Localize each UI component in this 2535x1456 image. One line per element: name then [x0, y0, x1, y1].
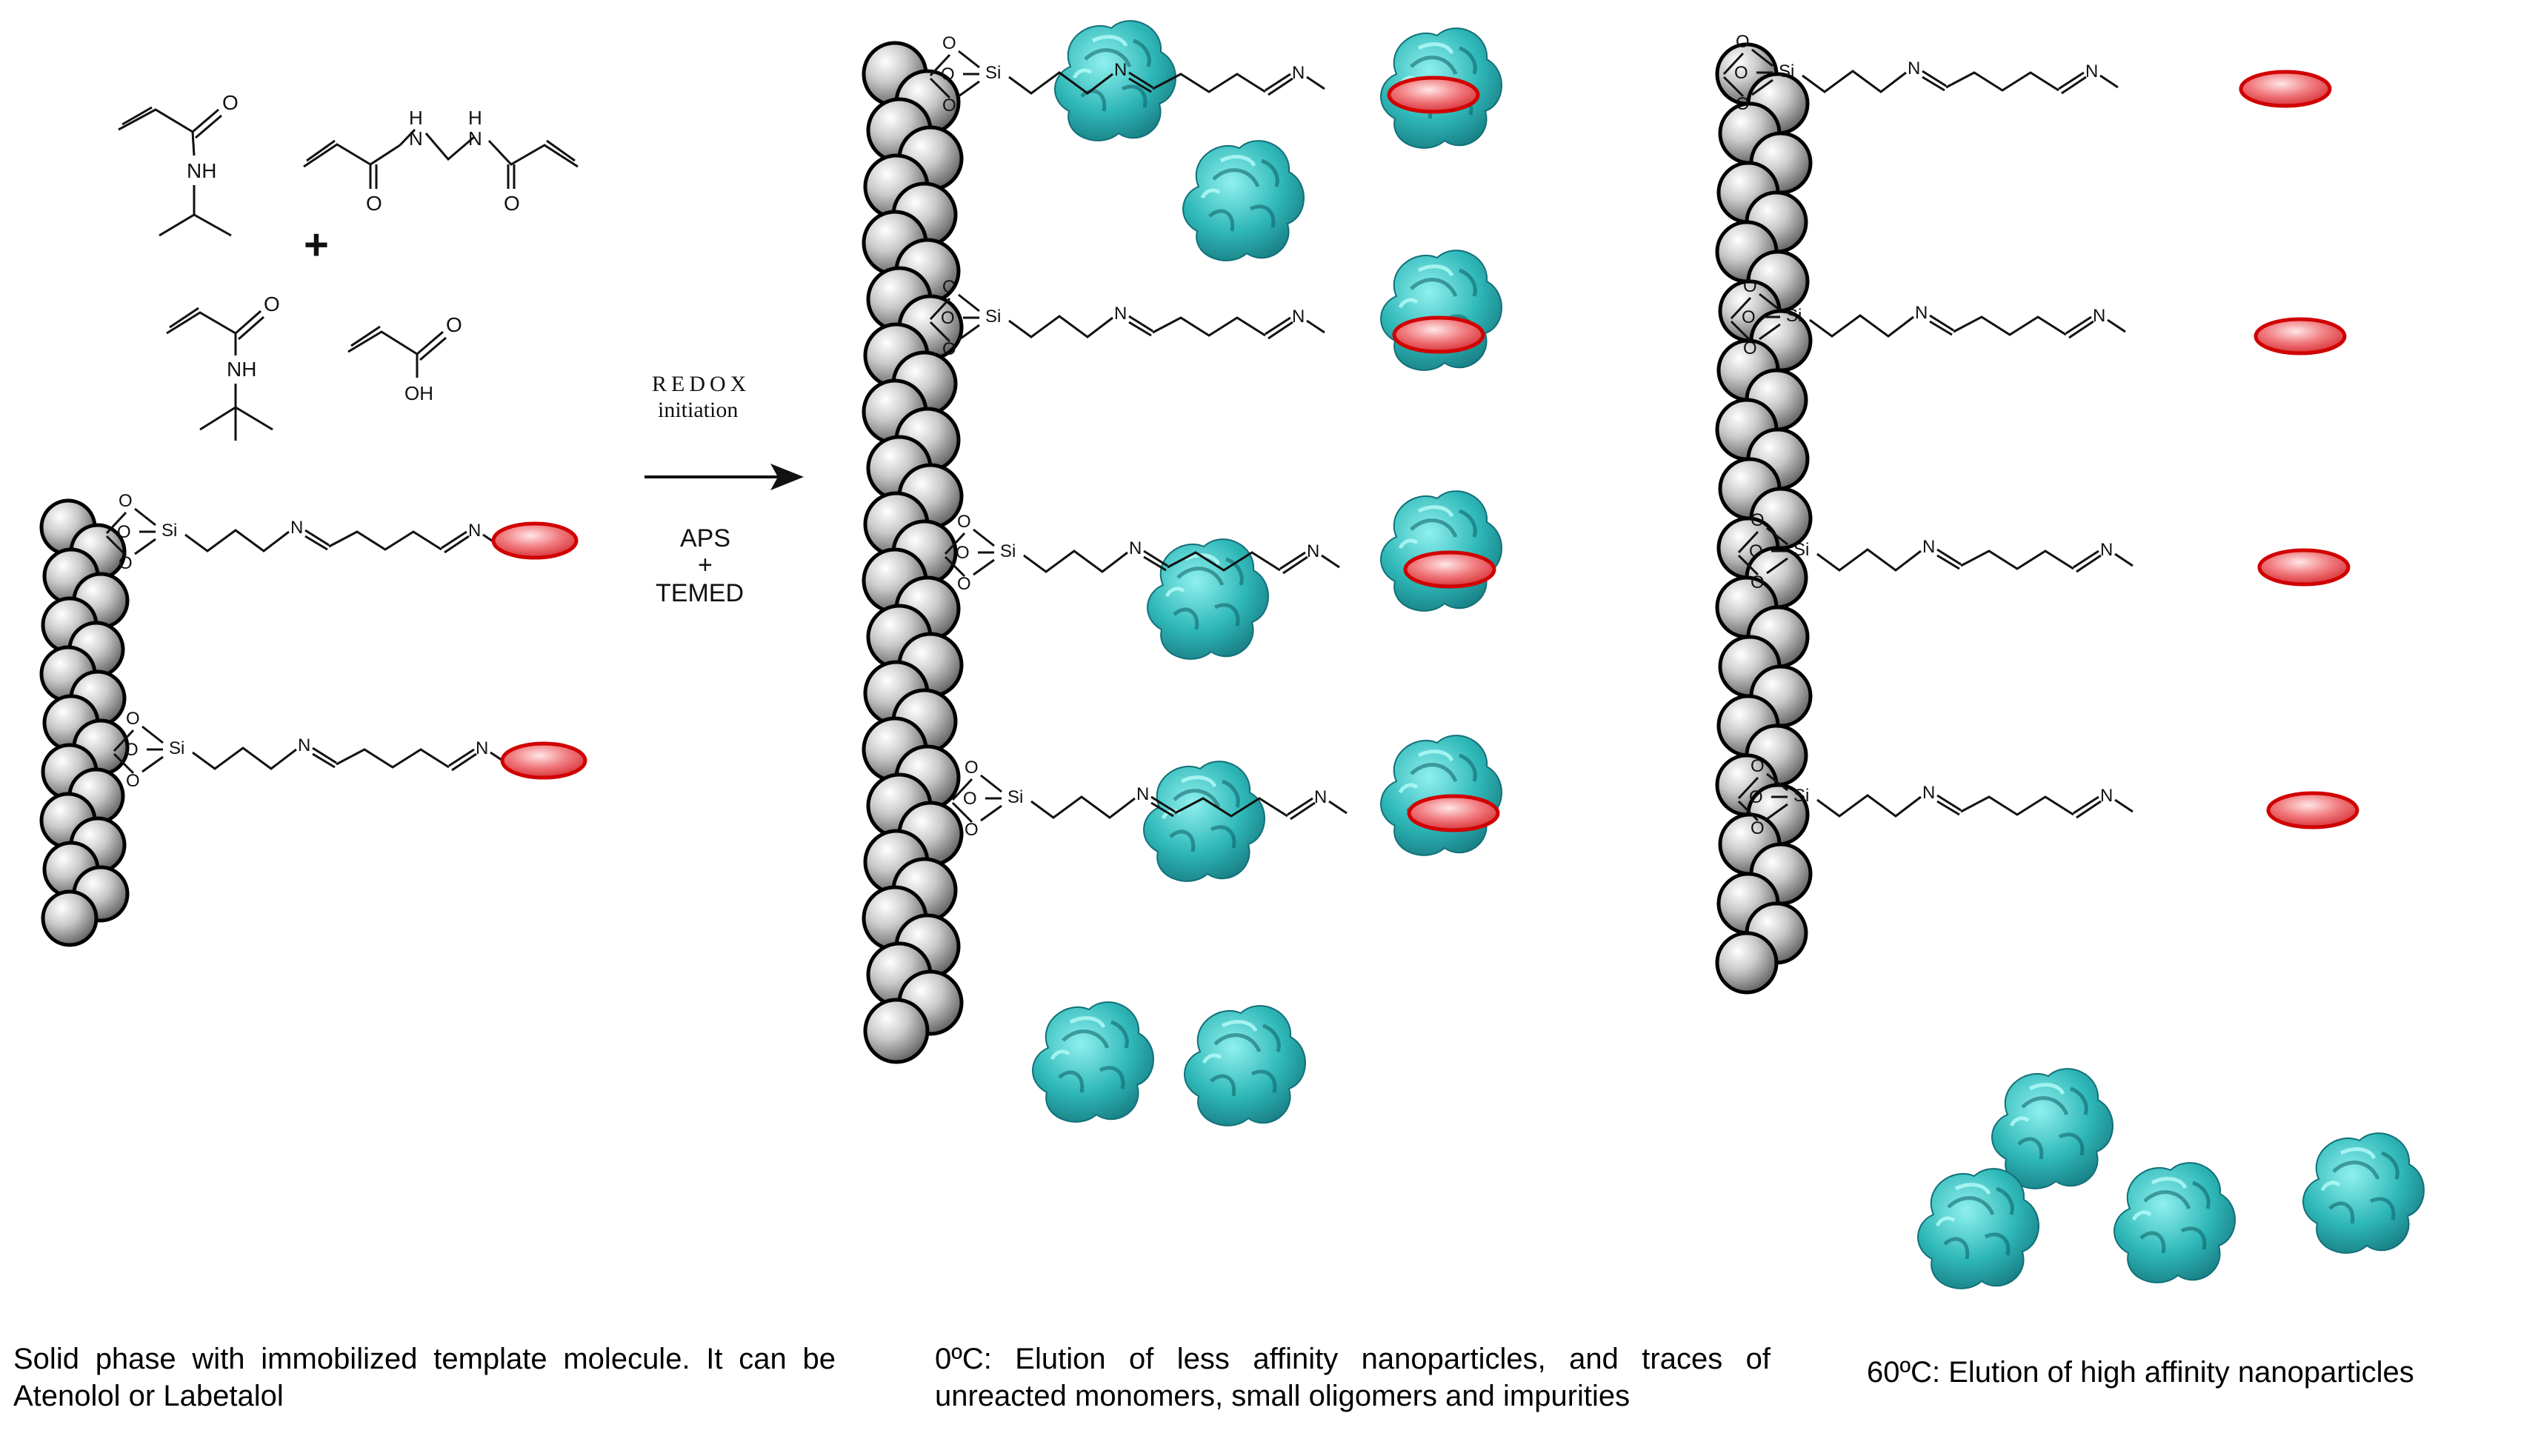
svg-text:N: N: [409, 127, 423, 150]
template-molecule: [1403, 550, 1496, 589]
template-molecule: [2253, 317, 2347, 355]
solid-phase-left: [39, 490, 587, 947]
monomer-tertbutylacrylamide: O NH: [166, 293, 280, 441]
svg-text:H: H: [409, 107, 423, 129]
svg-text:O: O: [504, 192, 520, 215]
template-molecule: [1387, 76, 1480, 114]
svg-text:+: +: [698, 551, 713, 579]
solid-phase-right: [1715, 30, 2424, 1289]
svg-text:H: H: [468, 107, 482, 129]
monomer-bisacrylamide: O H N H N O: [303, 107, 579, 215]
svg-text:NH: NH: [227, 358, 256, 381]
svg-text:O: O: [222, 91, 239, 114]
svg-text:REDOX: REDOX: [652, 372, 750, 396]
template-molecule: [2266, 791, 2359, 829]
svg-text:OH: OH: [404, 382, 433, 404]
template-molecule: [2239, 70, 2332, 108]
svg-text:O: O: [446, 313, 462, 336]
silica-bead: [41, 889, 99, 947]
svg-text:initiation: initiation: [658, 398, 738, 422]
svg-text:NH: NH: [187, 159, 216, 182]
plus-sign: +: [304, 221, 329, 269]
svg-text:O: O: [264, 293, 280, 315]
caption-elution-60c: 60ºC: Elution of high affinity nanoparti…: [1867, 1356, 2414, 1389]
monomer-isopropylacrylamide: O NH: [118, 91, 239, 237]
svg-text:APS: APS: [680, 524, 730, 552]
monomer-acrylic-acid: O OH: [347, 313, 462, 404]
svg-text:O: O: [366, 192, 382, 215]
template-molecule: [500, 741, 587, 780]
silica-bead: [1715, 931, 1779, 995]
solid-phase-middle: [862, 21, 1502, 1126]
template-molecule: [1392, 315, 1485, 354]
caption-solid-phase: Solid phase with immobilized template mo…: [13, 1343, 836, 1412]
silica-bead: [863, 998, 930, 1064]
reaction-conditions: REDOX initiation APS + TEMED: [644, 372, 804, 607]
svg-text:TEMED: TEMED: [656, 579, 744, 607]
template-molecule: [1407, 794, 1500, 832]
template-molecule: [491, 521, 579, 560]
caption-elution-0c: 0ºC: Elution of less affinity nanopartic…: [935, 1343, 1770, 1412]
template-molecule: [2257, 548, 2351, 587]
svg-text:N: N: [468, 127, 482, 150]
